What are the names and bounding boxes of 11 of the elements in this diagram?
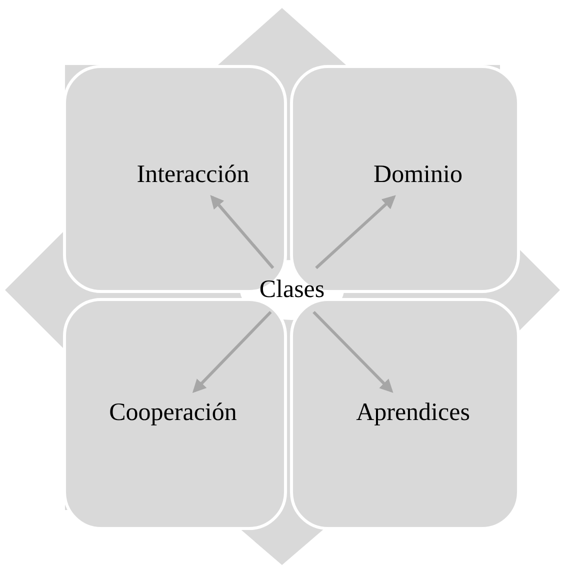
- box-label: Aprendices: [356, 399, 470, 427]
- center-label: Clases: [259, 276, 325, 304]
- rounded-box: [290, 298, 520, 530]
- arrow: [312, 310, 394, 393]
- box-label: Dominio: [374, 161, 462, 189]
- box-label: Cooperación: [109, 399, 237, 427]
- arrow: [315, 195, 396, 270]
- box-label: Interacción: [136, 161, 250, 189]
- arrow: [210, 194, 274, 269]
- arrow: [192, 310, 272, 393]
- rounded-box: [63, 298, 287, 530]
